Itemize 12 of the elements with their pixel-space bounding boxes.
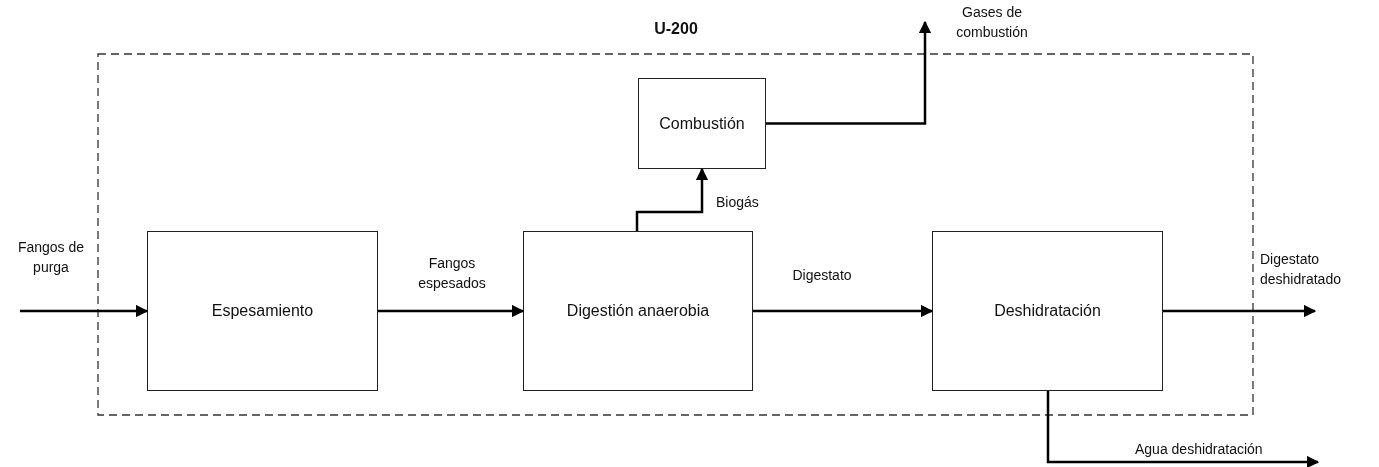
process-box: Deshidratación [932,231,1163,391]
arrow [378,304,525,318]
arrow [635,167,709,231]
group-title: U-200 [653,20,699,38]
process-box: Digestión anaerobia [523,231,753,391]
process-box: Combustión [638,78,766,169]
arrow [766,20,932,125]
arrow [20,304,149,318]
arrow [1163,304,1317,318]
process-box: Espesamiento [147,231,378,391]
arrow [753,304,934,318]
arrow [1046,391,1320,467]
